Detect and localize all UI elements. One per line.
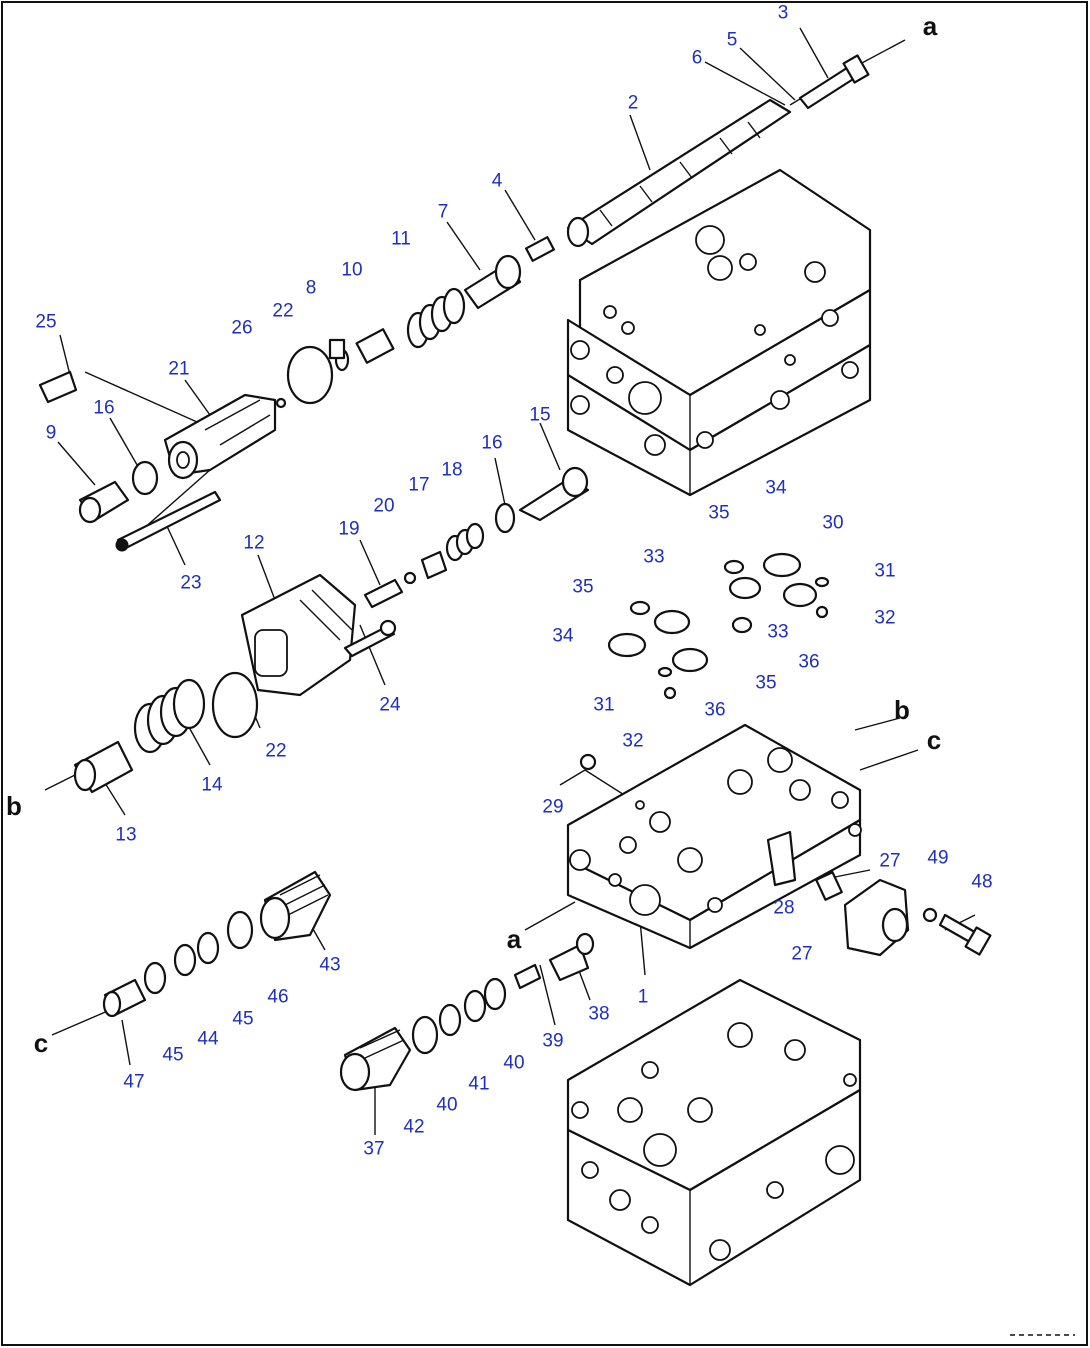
callout-36: 36 — [798, 651, 820, 673]
callout-35-c: 35 — [572, 576, 594, 598]
callout-38: 38 — [588, 1003, 610, 1025]
callout-7: 7 — [437, 201, 449, 223]
body-12 — [73, 466, 590, 794]
callout-21: 21 — [168, 358, 190, 380]
callout-8: 8 — [305, 277, 317, 299]
side-cover — [766, 830, 992, 957]
spool-parts — [275, 236, 555, 409]
callout-22: 22 — [272, 300, 294, 322]
callout-27: 27 — [879, 850, 901, 872]
callout-24: 24 — [379, 694, 401, 716]
callout-32-b: 32 — [622, 730, 644, 752]
body-21 — [38, 370, 277, 552]
callout-14: 14 — [201, 774, 223, 796]
callout-42: 42 — [403, 1116, 425, 1138]
callout-13: 13 — [115, 824, 137, 846]
callout-44: 44 — [197, 1028, 219, 1050]
callout-23: 23 — [180, 572, 202, 594]
callout-40-b: 40 — [436, 1094, 458, 1116]
callout-45-b: 45 — [162, 1044, 184, 1066]
callout-16: 16 — [93, 397, 115, 419]
callout-12: 12 — [243, 532, 265, 554]
port-label-b-left: b — [6, 791, 22, 821]
callout-1: 1 — [637, 986, 649, 1008]
callout-9: 9 — [45, 422, 57, 444]
callout-22-b: 22 — [265, 740, 287, 762]
callout-26: 26 — [231, 317, 253, 339]
callout-33-b: 33 — [643, 546, 665, 568]
callout-31: 31 — [874, 560, 896, 582]
callout-41: 41 — [468, 1073, 490, 1095]
callout-30: 30 — [822, 512, 844, 534]
o-rings — [607, 552, 830, 700]
callout-49: 49 — [927, 847, 949, 869]
callout-40: 40 — [503, 1052, 525, 1074]
callout-5: 5 — [726, 29, 738, 51]
callout-2: 2 — [627, 92, 639, 114]
callout-31-b: 31 — [593, 694, 615, 716]
callout-17: 17 — [408, 474, 430, 496]
callout-18: 18 — [441, 459, 463, 481]
callout-33: 33 — [767, 621, 789, 643]
callout-25: 25 — [35, 311, 57, 333]
port-label-a-top: a — [922, 11, 938, 41]
spool-bolt — [798, 54, 870, 110]
callout-37: 37 — [363, 1138, 385, 1160]
port-label-a-bottom: a — [506, 924, 522, 954]
callout-16-b: 16 — [481, 432, 503, 454]
callout-3: 3 — [777, 2, 789, 24]
relief-valves — [102, 870, 595, 1092]
port-label-b-right: b — [894, 695, 910, 725]
callout-28: 28 — [773, 897, 795, 919]
main-spool — [566, 98, 792, 248]
callout-35-b: 35 — [755, 672, 777, 694]
callout-45: 45 — [232, 1008, 254, 1030]
callout-6: 6 — [691, 47, 703, 69]
valve-body-bottom — [566, 978, 862, 1287]
callout-4: 4 — [491, 170, 503, 192]
callout-39: 39 — [542, 1030, 564, 1052]
callout-47: 47 — [123, 1071, 145, 1093]
callout-15: 15 — [529, 404, 551, 426]
port-label-c-right: c — [926, 725, 942, 755]
valve-body-top — [566, 168, 872, 497]
callout-29: 29 — [542, 796, 564, 818]
callout-34: 34 — [765, 477, 787, 499]
callout-19: 19 — [338, 518, 360, 540]
callout-43: 43 — [319, 954, 341, 976]
callout-11: 11 — [391, 228, 411, 250]
callout-36-b: 36 — [704, 699, 726, 721]
port-label-c-left: c — [33, 1028, 49, 1058]
callout-32: 32 — [874, 607, 896, 629]
callout-46: 46 — [267, 986, 289, 1008]
callout-34-b: 34 — [552, 625, 574, 647]
callout-27-b: 27 — [791, 943, 813, 965]
callout-10: 10 — [341, 259, 363, 281]
valve-body-1 — [566, 723, 862, 950]
callout-48: 48 — [971, 871, 993, 893]
callout-20: 20 — [373, 495, 395, 517]
callout-35: 35 — [708, 502, 730, 524]
